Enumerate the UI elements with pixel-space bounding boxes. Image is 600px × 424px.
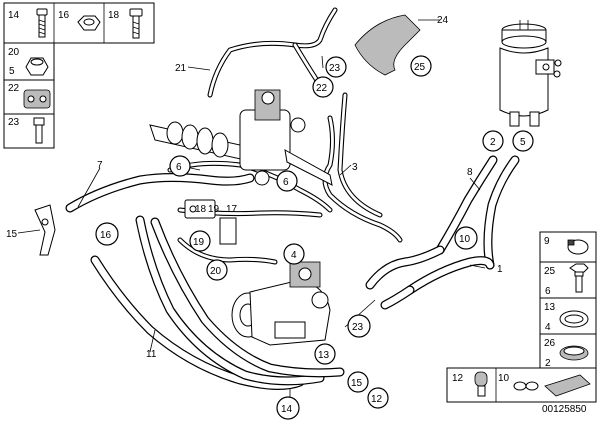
- legend-num-16: 16: [58, 10, 70, 21]
- label-1: 1: [497, 264, 503, 275]
- hose-clamp-mid: [184, 199, 237, 245]
- svg-text:13: 13: [318, 350, 330, 361]
- label-21: 21: [175, 63, 187, 74]
- bolt-icon: [36, 8, 48, 38]
- label-19: 19: [208, 204, 220, 215]
- right-legend: 9 25 6 13 4 26 2: [539, 231, 597, 369]
- fluid-reservoir: [499, 20, 562, 127]
- callout-13: 13: [314, 343, 336, 365]
- callout-14: 14: [276, 396, 300, 420]
- svg-text:19: 19: [193, 237, 205, 248]
- callout-6-mid: 6: [276, 170, 298, 192]
- bottom-legend: 12 10 00125850: [446, 367, 597, 415]
- bracket-icon: [23, 89, 51, 109]
- svg-text:2: 2: [490, 137, 496, 148]
- legend-num-9: 9: [544, 236, 550, 247]
- plain-labels: 24 21 3 7 8 1 18 19 17 11 15: [6, 15, 503, 360]
- svg-text:22: 22: [316, 83, 328, 94]
- legend-num-2: 2: [545, 358, 551, 369]
- callout-19: 19: [189, 230, 211, 252]
- bolt-icon: [129, 8, 143, 39]
- power-steering-pump: [231, 261, 331, 346]
- label-3: 3: [352, 162, 358, 173]
- callout-5: 5: [512, 130, 534, 152]
- callout-6-top: 6: [169, 155, 191, 177]
- hose-lines: [65, 7, 520, 390]
- svg-text:16: 16: [100, 230, 112, 241]
- legend-num-12: 12: [452, 373, 464, 384]
- svg-text:23: 23: [352, 322, 364, 333]
- callout-20: 20: [206, 259, 228, 281]
- callout-25: 25: [410, 55, 432, 77]
- callout-12: 12: [367, 387, 389, 409]
- legend-num-23: 23: [8, 117, 20, 128]
- nut-icon: [25, 57, 49, 76]
- svg-text:6: 6: [283, 177, 289, 188]
- plug-icon: [474, 371, 488, 397]
- callout-15: 15: [347, 371, 369, 393]
- label-15: 15: [6, 229, 18, 240]
- legend-num-13: 13: [544, 302, 556, 313]
- legend-num-4: 4: [545, 322, 551, 333]
- legend-num-26: 26: [544, 338, 556, 349]
- label-17: 17: [226, 204, 238, 215]
- hose-clamp-icon: [559, 345, 589, 361]
- callout-2: 2: [482, 130, 504, 152]
- callout-10: 10: [454, 226, 478, 250]
- svg-text:4: 4: [291, 250, 297, 261]
- callout-23-top: 23: [325, 56, 347, 78]
- label-24: 24: [437, 15, 449, 26]
- legend-box-23: [3, 113, 55, 149]
- legend-num-20: 20: [8, 47, 20, 58]
- mounting-bracket: [34, 204, 56, 256]
- svg-text:5: 5: [520, 137, 526, 148]
- svg-text:23: 23: [329, 63, 341, 74]
- legend-num-22: 22: [8, 83, 20, 94]
- seal-ring-icon: [559, 310, 589, 328]
- hose-clip-icon: [513, 381, 539, 391]
- strap-icon: [544, 374, 591, 397]
- legend-num-14: 14: [8, 10, 20, 21]
- clamp-icon: [567, 239, 589, 255]
- callout-23-pump: 23: [347, 314, 371, 338]
- callout-4: 4: [283, 243, 305, 265]
- label-18: 18: [195, 204, 207, 215]
- callout-16: 16: [95, 222, 119, 246]
- callout-22: 22: [312, 76, 334, 98]
- circled-callouts: 6 6 23 22 25 2 5 10 16 19 4 20 23 13 15 …: [95, 55, 534, 420]
- screw-icon: [33, 117, 45, 144]
- svg-text:10: 10: [459, 234, 471, 245]
- legend-num-10: 10: [498, 373, 510, 384]
- legend-num-5: 5: [9, 66, 15, 77]
- svg-text:12: 12: [371, 394, 383, 405]
- legend-num-6: 6: [545, 286, 551, 297]
- svg-text:25: 25: [414, 62, 426, 73]
- bolt-icon: [569, 263, 589, 293]
- diagram-number: 00125850: [542, 404, 587, 415]
- svg-text:20: 20: [210, 266, 222, 277]
- left-legend: 14 16 18 20 5 22: [3, 2, 155, 149]
- svg-text:6: 6: [176, 162, 182, 173]
- label-7: 7: [97, 160, 103, 171]
- label-8: 8: [467, 167, 473, 178]
- svg-text:14: 14: [281, 404, 293, 415]
- legend-num-18: 18: [108, 10, 120, 21]
- label-11: 11: [146, 349, 157, 360]
- nut-icon: [77, 15, 101, 31]
- steering-rack: [149, 89, 333, 186]
- heat-shield: [354, 14, 421, 76]
- legend-num-25: 25: [544, 266, 556, 277]
- svg-text:15: 15: [351, 378, 363, 389]
